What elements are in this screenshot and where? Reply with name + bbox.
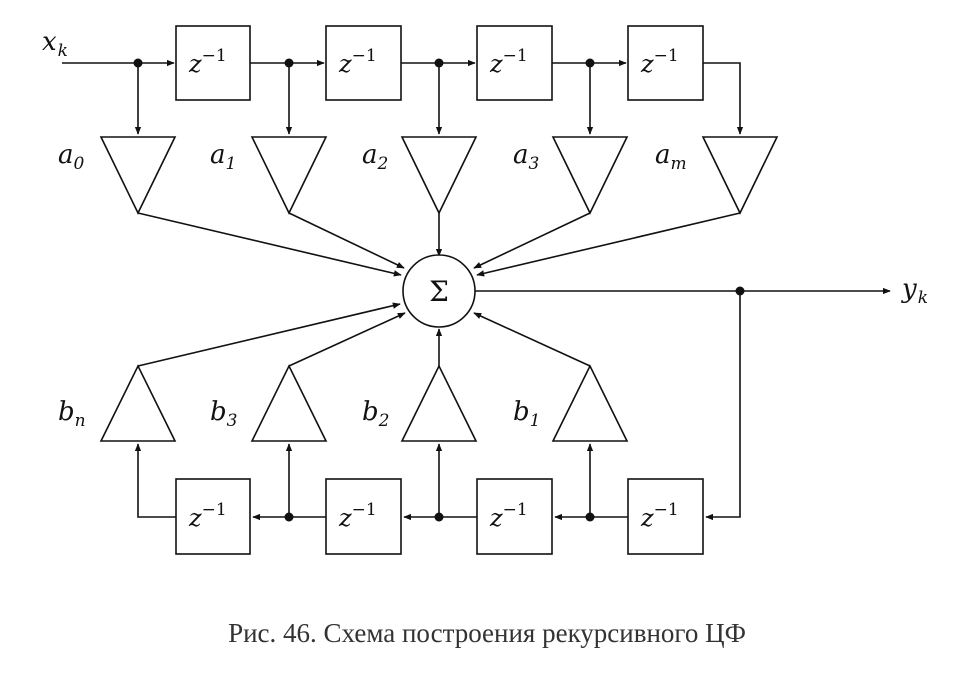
coeff-a0: a0	[58, 140, 85, 174]
coeff-am: am	[655, 140, 687, 174]
delay-label: z−1	[188, 46, 227, 78]
multiplier-b2	[400, 364, 478, 442]
a0-to-sum	[137, 212, 402, 277]
top-wire-4	[703, 62, 744, 135]
output-label: yk	[901, 274, 928, 308]
bn-to-sum	[137, 302, 401, 367]
bottom-delay-box	[627, 478, 704, 555]
a3-to-sum	[473, 212, 591, 269]
am-to-sum	[476, 212, 741, 277]
multiplier-b1	[551, 364, 629, 442]
figure-caption: Рис. 46. Схема построения рекурсивного Ц…	[228, 618, 746, 648]
b3-to-sum	[288, 312, 406, 367]
top-delay-box	[476, 25, 553, 101]
a1-to-sum	[288, 212, 405, 269]
delay-label: z−1	[489, 46, 528, 78]
bottom-wire-4	[134, 443, 176, 518]
top-delay-box	[627, 25, 704, 101]
sigma-symbol: Σ	[429, 275, 449, 308]
junction-dot	[585, 58, 595, 68]
coeff-b3: b3	[210, 397, 237, 431]
coeff-a1: a1	[210, 140, 236, 174]
delay-label: z−1	[640, 46, 679, 78]
top-delay-box	[175, 25, 251, 101]
delay-label: z−1	[338, 46, 377, 78]
top-delay-box	[325, 25, 402, 101]
bottom-delay-box	[325, 478, 402, 555]
input-label: xk	[42, 27, 68, 61]
multiplier-a1	[250, 136, 328, 215]
junction-dot	[585, 512, 595, 522]
delay-label: z−1	[338, 500, 377, 532]
junction-dot	[434, 512, 444, 522]
b1-to-sum	[473, 312, 591, 367]
multiplier-bn	[99, 364, 177, 442]
feedback-wire	[705, 291, 741, 521]
junction-dot	[284, 512, 294, 522]
coeff-bn: bn	[58, 397, 86, 431]
delay-label: z−1	[188, 500, 227, 532]
multiplier-a3	[551, 136, 629, 215]
coeff-b1: b1	[513, 397, 540, 431]
multiplier-b3	[250, 364, 328, 442]
bottom-delay-box	[476, 478, 553, 555]
junction-dot	[133, 58, 143, 68]
multiplier-a2	[400, 136, 478, 215]
coeff-a3: a3	[513, 140, 539, 174]
delay-label: z−1	[640, 500, 679, 532]
junction-dot	[434, 58, 444, 68]
delay-label: z−1	[489, 500, 528, 532]
multiplier-a0	[99, 136, 177, 215]
coeff-a2: a2	[362, 140, 388, 174]
coeff-b2: b2	[362, 397, 389, 431]
junction-dot	[284, 58, 294, 68]
multiplier-am	[701, 136, 779, 215]
bottom-delay-box	[175, 478, 251, 555]
